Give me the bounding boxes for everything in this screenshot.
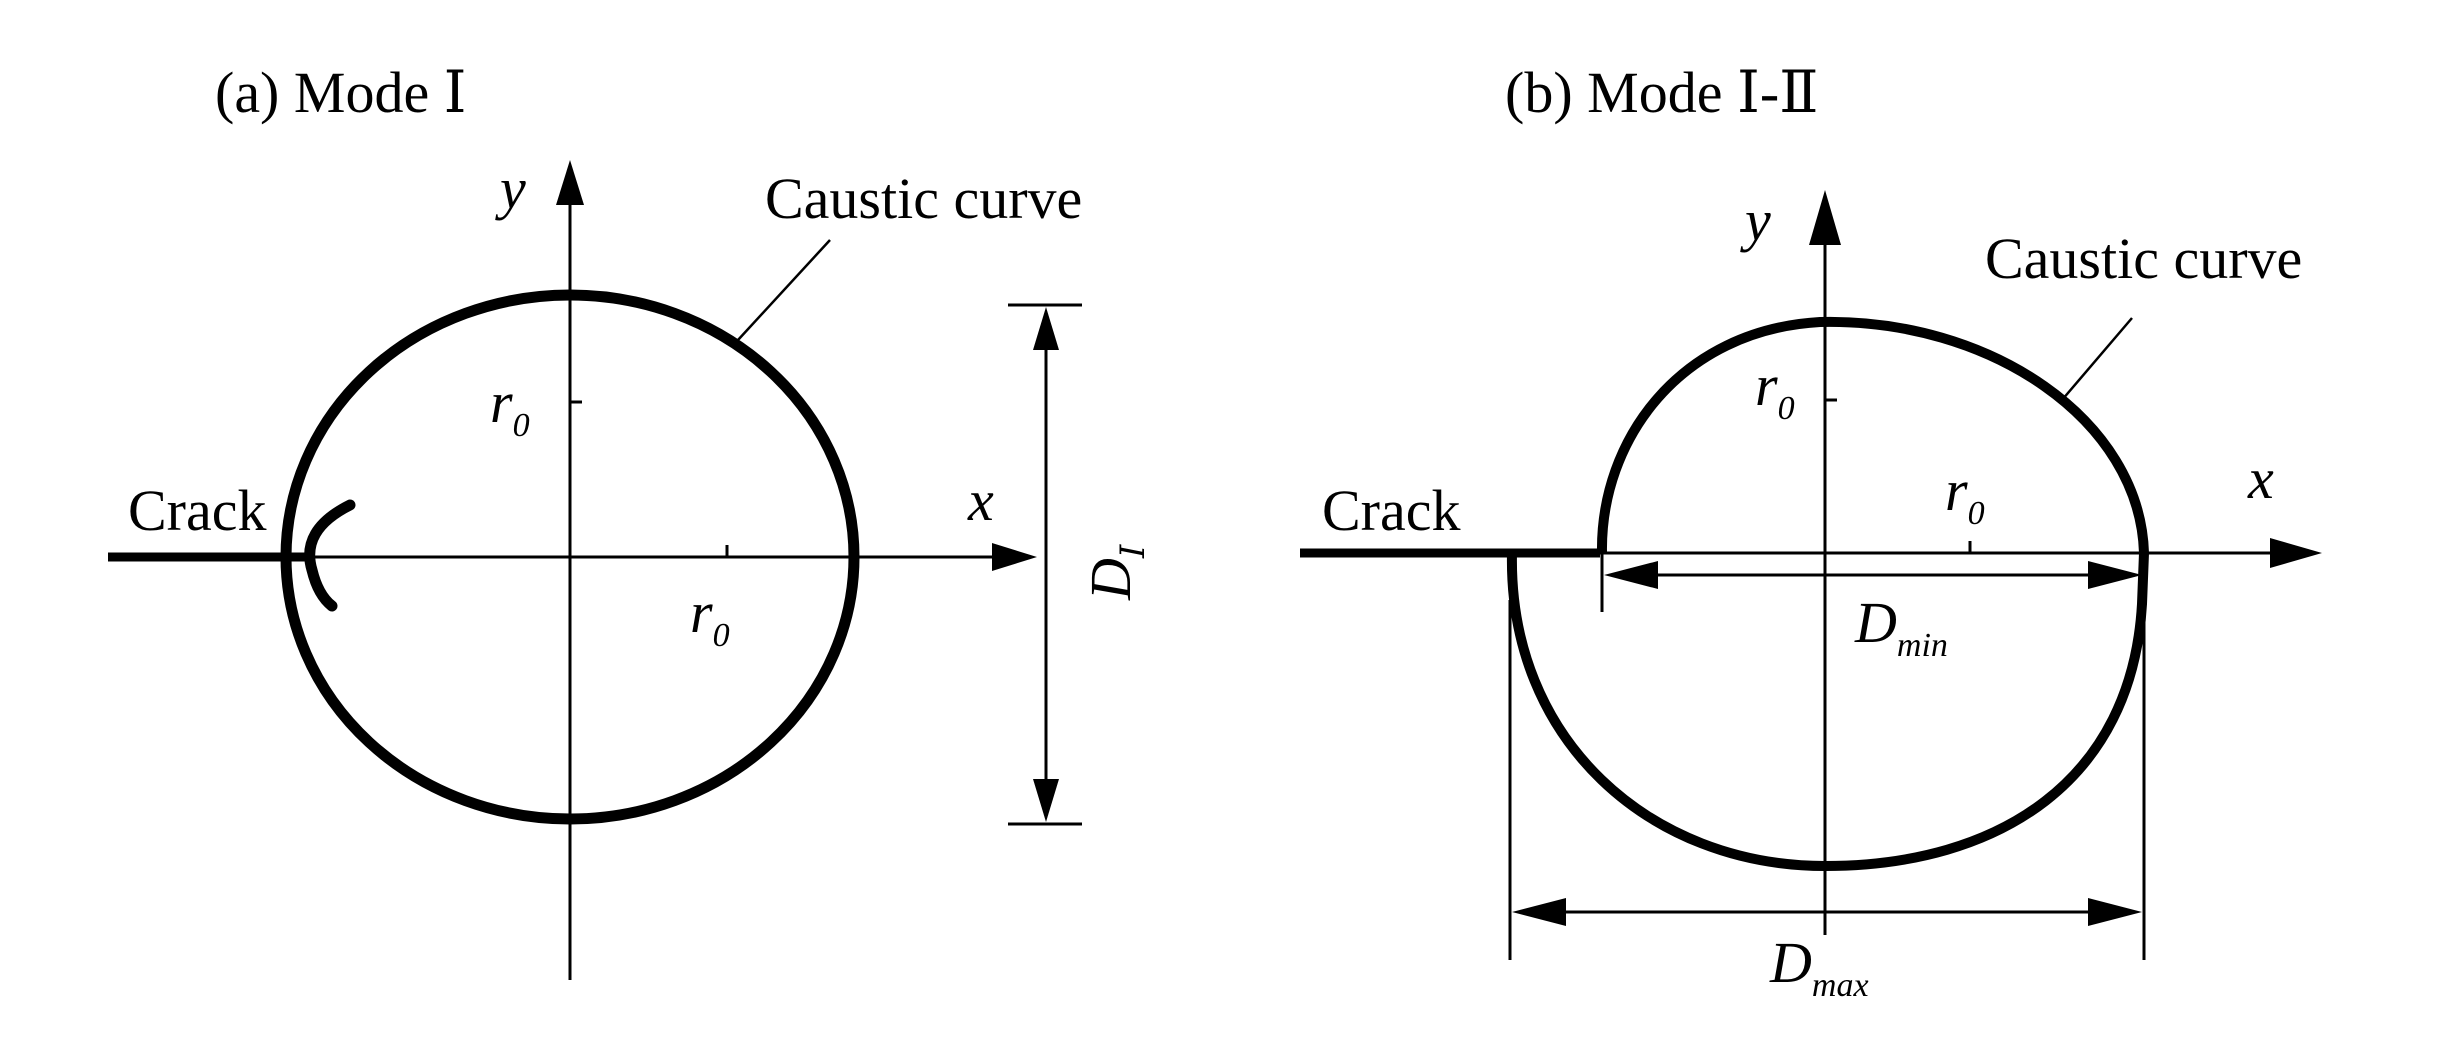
panel-a-caustic-label: Caustic curve [765, 166, 1082, 231]
panel-b-title: (b) Mode Ⅰ-Ⅱ [1505, 60, 1819, 125]
panel-a-r0-label-x: r0 [690, 580, 730, 654]
panel-b-dmin-arrow-left [1604, 561, 1658, 589]
panel-a-dim-label: DⅠ [1078, 544, 1152, 601]
panel-b-dmax-arrow-right [2088, 898, 2142, 926]
panel-a-y-label: y [495, 156, 526, 221]
panel-b-dmax-label: Dmax [1769, 930, 1869, 1004]
panel-a-caustic-leader [737, 239, 831, 341]
panel-a-crack-tip-hook [304, 499, 356, 612]
panel-b-dmax-arrow-left [1512, 898, 1566, 926]
panel-b-r0-label-y: r0 [1755, 353, 1795, 427]
panel-b-r0-label-x: r0 [1945, 458, 1985, 532]
panel-b-caustic-upper [1596, 316, 2149, 554]
panel-b-y-arrow [1809, 190, 1841, 245]
panel-a-x-label: x [967, 468, 994, 533]
panel-b-x-label: x [2247, 446, 2274, 511]
panel-b-dmin-arrow-right [2088, 561, 2142, 589]
panel-b-crack-label: Crack [1322, 478, 1461, 543]
panel-b-dmin-label: Dmin [1854, 590, 1948, 664]
panel-b-caustic-lower [1506, 552, 2149, 871]
panel-b-caustic-label: Caustic curve [1985, 226, 2302, 291]
panel-a: (a) Mode Ⅰ y x Crack Caustic curve r0 r0… [108, 60, 1152, 980]
panel-a-dim-arrow-bottom [1033, 779, 1059, 822]
panel-b-y-label: y [1740, 188, 1771, 253]
panel-a-x-arrow [992, 543, 1037, 571]
panel-a-dim-arrow-top [1033, 307, 1059, 350]
panel-b-x-arrow [2270, 538, 2322, 568]
panel-a-y-arrow [556, 160, 584, 205]
panel-a-crack-label: Crack [128, 478, 267, 543]
panel-b-caustic-leader [2061, 317, 2133, 401]
panel-b: (b) Mode Ⅰ-Ⅱ y x Crack Caustic curve r0 … [1300, 60, 2322, 1004]
panel-a-r0-label-y: r0 [490, 370, 530, 444]
panel-a-caustic-curve [280, 289, 860, 825]
panel-a-title: (a) Mode Ⅰ [215, 60, 467, 125]
